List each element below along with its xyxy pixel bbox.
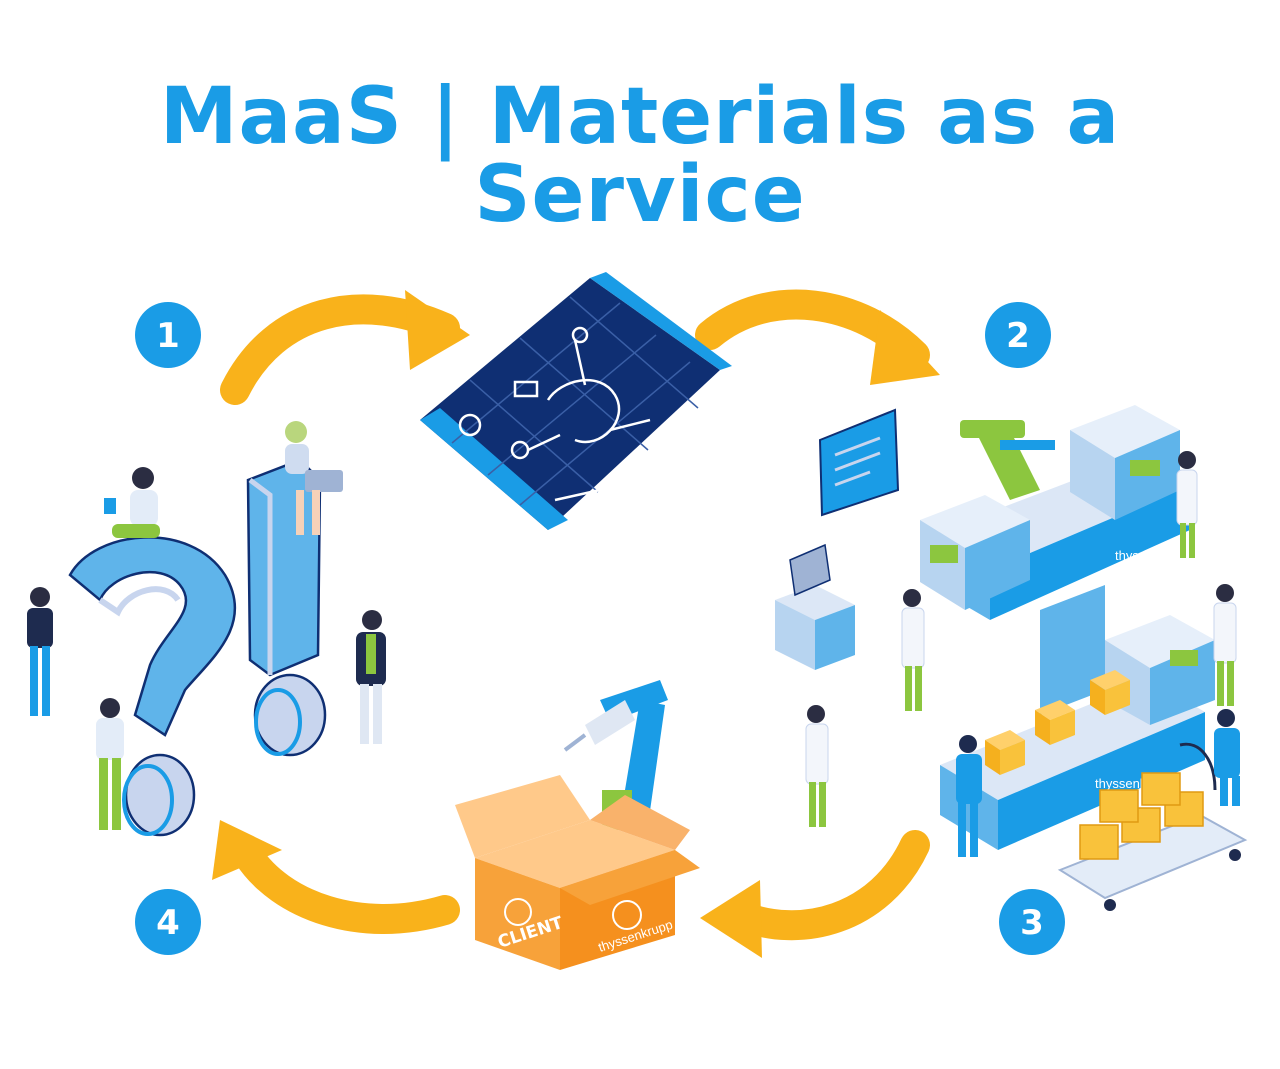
- arrow-box-to-4: [212, 820, 460, 934]
- step-number-3: 3: [1020, 903, 1044, 943]
- person-with-tablet: [104, 467, 160, 538]
- arrow-1-to-blueprint: [220, 290, 470, 405]
- delivery-box-icon: CLIENT thyssenkrupp: [455, 775, 700, 970]
- person-with-phone: [27, 587, 53, 716]
- page-title: MaaS | Materials as a Service: [159, 72, 1121, 240]
- step-badge-1: 1: [135, 302, 201, 368]
- step-number-4: 4: [156, 903, 180, 943]
- machine-brand-label-upper: thyssenkrupp: [1115, 548, 1192, 563]
- step-badge-4: 4: [135, 889, 201, 955]
- blueprint-icon: [420, 272, 732, 530]
- question-mark-icon: [68, 536, 237, 837]
- arrow-3-to-box: [700, 830, 930, 958]
- step-number-1: 1: [156, 316, 180, 356]
- person-pointing: [96, 698, 124, 830]
- info-board-icon: [818, 408, 900, 517]
- workstation-icon: [775, 543, 855, 670]
- belt-boxes: [985, 670, 1130, 775]
- step-badge-3: 3: [999, 889, 1065, 955]
- step-badge-2: 2: [985, 302, 1051, 368]
- person-with-laptop: [285, 421, 343, 535]
- arrow-blueprint-to-2: [695, 289, 940, 385]
- step-number-2: 2: [1006, 316, 1030, 356]
- factory-workers: [805, 451, 1240, 857]
- pallet-cart-icon: [1057, 742, 1248, 911]
- person-in-jacket: [356, 610, 386, 744]
